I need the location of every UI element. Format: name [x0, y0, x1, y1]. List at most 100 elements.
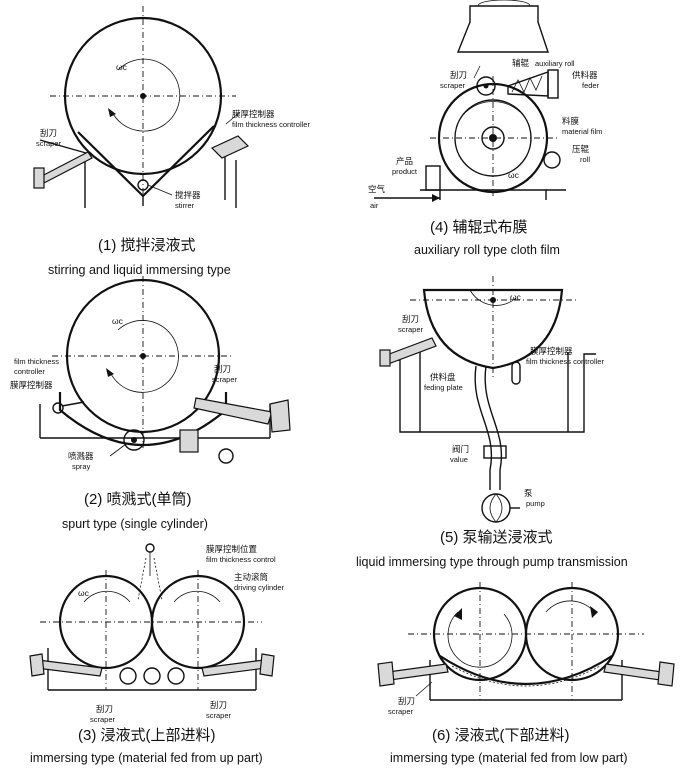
p5-drum: [410, 276, 576, 380]
p5-ftc: [511, 361, 521, 385]
p2-caption-cn: (2) 喷溅式(单筒): [84, 491, 192, 508]
p3-scraper-left: [29, 653, 103, 677]
p2-scraper-cn: 刮刀: [214, 364, 231, 374]
p1-scraper: [33, 139, 93, 189]
p4-product-en: product: [392, 167, 418, 176]
p5-plate-en: feding plate: [424, 383, 463, 392]
p4-feeder: [507, 69, 559, 99]
p3-wc-label: ωc: [78, 588, 90, 598]
p3-ftc-en: film thickness control: [206, 555, 276, 564]
p4-caption-en: auxiliary roll type cloth film: [414, 243, 560, 257]
p4-air-cn: 空气: [368, 184, 386, 194]
panel-auxiliary-roll: 辅辊 auxiliary roll 刮刀 scraper 供料器 feder 料…: [368, 0, 602, 257]
p6-scraper-left: [377, 661, 449, 687]
panel-immersing-up-feed: ωc 膜厚控制位置 film thickness control 主动滚筒 dr…: [29, 543, 285, 765]
p3-scraperL-en: scraper: [90, 715, 116, 724]
p4-air-duct: [374, 194, 440, 202]
p3-caption-cn: (3) 浸液式(上部进料): [78, 727, 216, 744]
p1-scraper-cn: 刮刀: [40, 128, 57, 138]
p2-drum: [52, 276, 232, 448]
p5-ftc-en: film thickness controller: [526, 357, 604, 366]
p4-hopper: [456, 0, 549, 53]
p3-scraperR-en: scraper: [206, 711, 232, 720]
p4-mfilm-cn: 料膜: [562, 116, 580, 126]
p1-trough: [77, 125, 237, 208]
p5-ftc-cn: 膜厚控制器: [530, 346, 573, 356]
p2-ftc-en1: film thickness: [14, 357, 59, 366]
p4-roll-cn: 压辊: [572, 144, 590, 154]
p5-wc-label: ωc: [510, 292, 522, 302]
p4-frame: [420, 165, 566, 200]
p1-caption-en: stirring and liquid immersing type: [48, 263, 231, 277]
p4-roll-en: roll: [580, 155, 590, 164]
p5-pump-en: pump: [526, 499, 545, 508]
p4-product-cn: 产品: [396, 156, 413, 166]
p1-ftc-cn: 膜厚控制器: [232, 109, 275, 119]
p1-ftc: [210, 111, 250, 159]
p5-valve-en: value: [450, 455, 468, 464]
panel-spurt-type: ωc film thickness controller 膜厚控制器 刮刀 sc…: [10, 276, 291, 531]
p3-drums: [40, 570, 262, 690]
panel-stirring-immersing: ωc 刮刀 scraper 膜厚控制器 film thickness contr…: [33, 6, 310, 277]
p3-caption-en: immersing type (material fed from up par…: [30, 751, 263, 765]
p5-scraper-en: scraper: [398, 325, 424, 334]
p5-pump-cn: 泵: [524, 488, 533, 498]
p3-scraperL-cn: 刮刀: [96, 704, 113, 714]
p5-pipe: [474, 365, 507, 490]
p3-scraper-right: [201, 653, 275, 677]
p4-drum: [430, 76, 560, 196]
p6-scraper-en: scraper: [388, 707, 414, 716]
p5-caption-cn: (5) 泵输送浸液式: [440, 529, 553, 546]
p6-caption-cn: (6) 浸液式(下部进料): [432, 727, 570, 744]
p4-mfilm-en: material film: [562, 127, 602, 136]
panel-pump-immersing: ωc 刮刀 scraper 膜厚控制器 film thickness contr…: [356, 276, 628, 569]
p5-caption-en: liquid immersing type through pump trans…: [356, 555, 628, 569]
p1-stirrer-cn: 搅拌器: [175, 190, 201, 200]
p3-feed-nozzle: [137, 543, 163, 601]
p1-caption-cn: (1) 搅拌浸液式: [98, 237, 196, 254]
p4-wc-label: ωc: [508, 170, 520, 180]
p2-wc-label: ωc: [112, 316, 124, 326]
p4-feeder-cn: 供料器: [572, 70, 598, 80]
p2-scraper: [179, 397, 291, 464]
p6-trough: [429, 655, 623, 701]
p5-pump: [481, 493, 520, 523]
p4-feeder-en: feder: [582, 81, 600, 90]
p4-aux-cn: 辅辊: [512, 58, 530, 68]
p5-scraper-cn: 刮刀: [402, 314, 419, 324]
p2-ftc-en2: controller: [14, 367, 45, 376]
p2-ftc: [52, 401, 85, 414]
p5-valve-cn: 阀门: [452, 444, 469, 454]
p2-scraper-en: scraper: [212, 375, 238, 384]
p6-caption-en: immersing type (material fed from low pa…: [390, 751, 628, 765]
p5-plate-cn: 供料盘: [430, 372, 456, 382]
p2-ftc-cn: 膜厚控制器: [10, 380, 53, 390]
p2-trough: [39, 392, 271, 446]
p2-spray-cn: 喷溅器: [68, 451, 94, 461]
p5-scraper: [379, 337, 437, 367]
p2-spray-en: spray: [72, 462, 91, 471]
p6-drums: [408, 582, 644, 700]
p4-caption-cn: (4) 辅辊式布膜: [430, 219, 528, 236]
p2-caption-en: spurt type (single cylinder): [62, 517, 208, 531]
p4-aux-en: auxiliary roll: [535, 59, 575, 68]
p6-scraper-right: [603, 661, 675, 687]
p4-scraper-en: scraper: [440, 81, 466, 90]
p1-scraper-en: scraper: [36, 139, 62, 148]
p2-spray-wheel: [123, 429, 145, 451]
p4-press-roll: [543, 151, 561, 169]
p4-aux-roll: [476, 76, 496, 96]
p1-ftc-en: film thickness controller: [232, 120, 310, 129]
p6-scraper-cn: 刮刀: [398, 696, 415, 706]
p4-scraper-cn: 刮刀: [450, 70, 467, 80]
p3-ftc-cn: 膜厚控制位置: [206, 544, 258, 554]
p3-drive-cn: 主动滚筒: [234, 572, 268, 582]
p3-bottom-rolls: [119, 667, 185, 685]
p4-air-en: air: [370, 201, 379, 210]
p3-scraperR-cn: 刮刀: [210, 700, 227, 710]
p1-stirrer-en: stirrer: [175, 201, 195, 210]
panel-immersing-low-feed: 刮刀 scraper (6) 浸液式(下部进料) immersing type …: [377, 582, 675, 765]
p3-drive-en: driving cylinder: [234, 583, 285, 592]
p1-drum: [50, 6, 236, 200]
